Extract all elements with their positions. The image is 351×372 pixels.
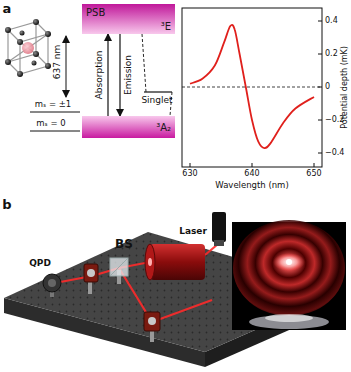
wavelength-label: 637 nm: [53, 45, 63, 80]
band-label: PSB: [86, 7, 105, 18]
transition-label: Emission: [124, 55, 134, 95]
part-label: QPD: [29, 259, 51, 269]
spin-level-label: mₛ = ±1: [35, 100, 72, 109]
panel-letter: b: [2, 198, 11, 212]
state-label: ³A₂: [156, 122, 171, 133]
level-label: Singlet: [141, 96, 172, 106]
panel-letter: a: [3, 2, 12, 16]
transition-arrow: [107, 34, 108, 116]
potential-curve: [190, 25, 314, 148]
transition-label: Absorption: [95, 51, 105, 100]
excited-state-band: PSB ³E: [82, 4, 175, 34]
tick-label: 0.2: [325, 50, 338, 59]
tick-label: −0.4: [325, 149, 344, 158]
tick-label: 0: [325, 83, 330, 92]
spin-level-label: mₛ = 0: [36, 119, 65, 128]
part-label: Laser: [179, 227, 207, 237]
tick-label: 640: [244, 170, 259, 179]
axis-title: Potential depth (mK): [341, 46, 350, 129]
tick-label: 0.4: [325, 17, 338, 26]
transition-arrow: [119, 34, 120, 116]
state-label: ³E: [161, 21, 171, 32]
tick-label: 650: [306, 170, 321, 179]
tick-label: 630: [182, 170, 197, 179]
part-label: BS: [115, 238, 133, 251]
ground-state-band: ³A₂: [82, 116, 175, 138]
axis-title: Wavelength (nm): [215, 181, 288, 190]
